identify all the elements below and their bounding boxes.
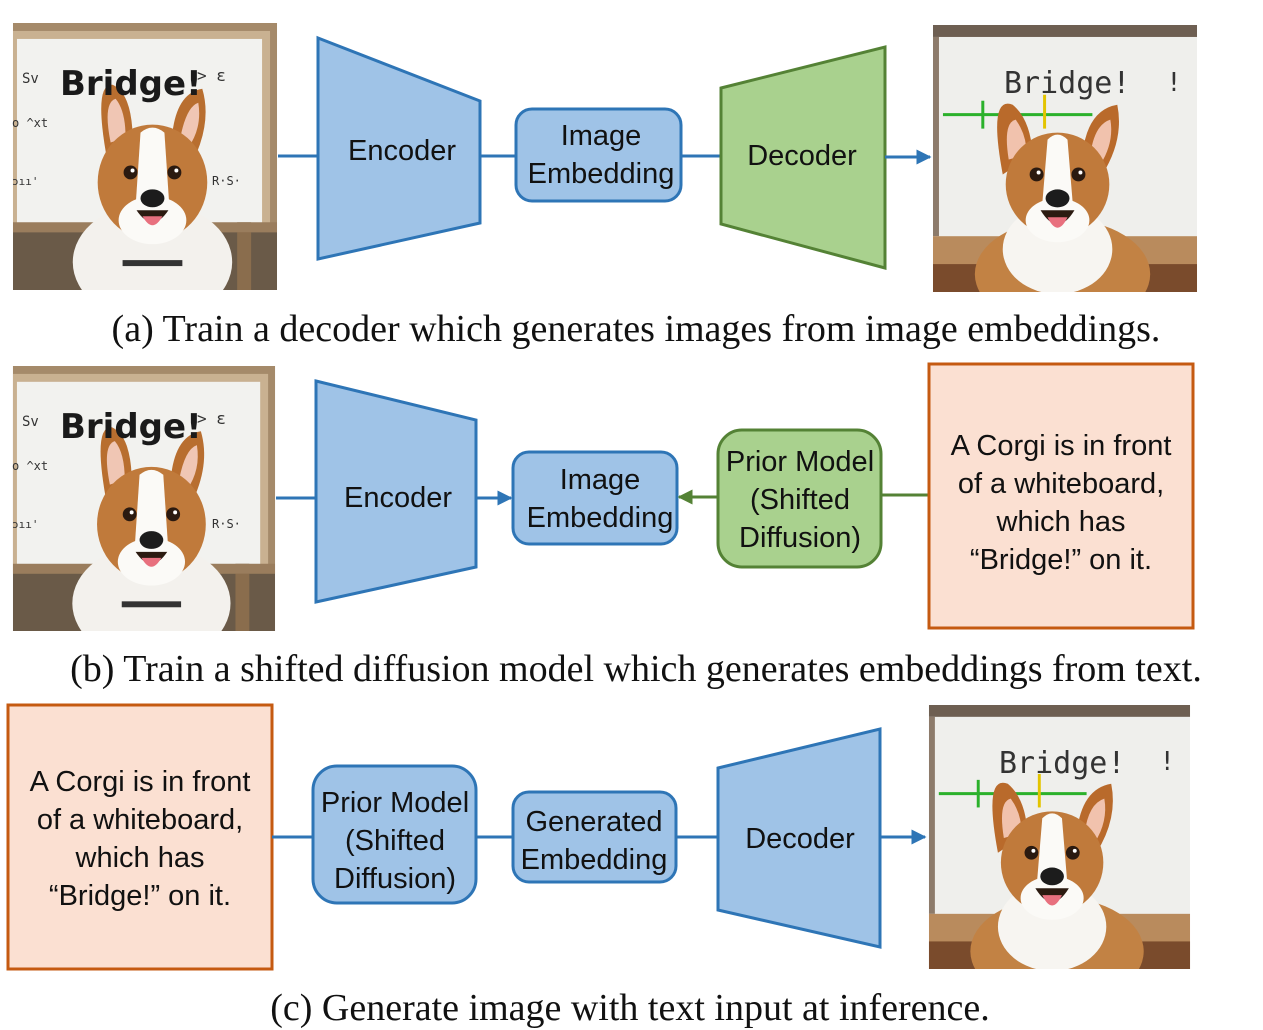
caption-c: (c) Generate image with text input at in…: [270, 987, 990, 1029]
decoder-block-a: [719, 45, 887, 270]
board-text-out-a: Bridge!: [1004, 66, 1130, 101]
prior-label-b-line2: (Shifted: [750, 484, 850, 516]
decoder-block-c: [716, 727, 882, 949]
decoder-label-a: Decoder: [747, 140, 857, 172]
svg-text:R·S·: R·S·: [212, 174, 241, 188]
svg-text:ɔıı': ɔıı': [12, 175, 39, 188]
prior-model-box-b: [716, 428, 883, 569]
caption-a: (a) Train a decoder which generates imag…: [112, 308, 1161, 350]
image-embedding-box-b: [511, 450, 679, 546]
prompt-c-line4: “Bridge!” on it.: [49, 880, 231, 912]
panel-b: Bridge! Sv > ε o ^xt ɔıı' R·S· Encoder I…: [12, 362, 1202, 690]
embedding-label-b-line2: Embedding: [527, 502, 674, 534]
svg-text:Sv: Sv: [22, 71, 39, 87]
input-photo-a: Bridge! Sv > ε o ^xt ɔıı' R·S·: [12, 23, 278, 290]
panel-a: Bridge! Sv > ε o ^xt ɔıı' R·S· Encoder I…: [12, 23, 1198, 350]
prompt-c-line2: of a whiteboard,: [37, 804, 243, 836]
prompt-b-line2: of a whiteboard,: [958, 468, 1164, 500]
prompt-b-line3: which has: [996, 506, 1126, 538]
prompt-b-line4: “Bridge!” on it.: [970, 544, 1152, 576]
prior-label-b-line3: Diffusion): [739, 522, 861, 554]
svg-text:Sv: Sv: [22, 414, 39, 430]
panel-c: A Corgi is in front of a whiteboard, whi…: [6, 703, 1192, 1029]
prior-label-c-line1: Prior Model: [321, 787, 469, 819]
decoder-label-c: Decoder: [745, 823, 855, 855]
prompt-c-line1: A Corgi is in front: [30, 766, 251, 798]
encoder-block-a: [316, 35, 482, 261]
prior-model-box-c: [311, 764, 478, 905]
embedding-label-c-line2: Embedding: [521, 844, 668, 876]
svg-text:R·S·: R·S·: [212, 517, 241, 531]
embedding-label-c-line1: Generated: [525, 806, 662, 838]
prompt-b-line1: A Corgi is in front: [951, 430, 1172, 462]
output-photo-c: Bridge!: [927, 705, 1192, 969]
svg-text:ɔıı': ɔıı': [12, 518, 39, 531]
embedding-label-a-line1: Image: [561, 120, 642, 152]
prompt-c-line3: which has: [75, 842, 205, 874]
text-prompt-box-c: [6, 703, 274, 971]
board-text-a: Bridge!: [60, 64, 202, 104]
embedding-label-a-line2: Embedding: [528, 158, 675, 190]
svg-text:o ^xt: o ^xt: [12, 459, 48, 473]
prior-label-b-line1: Prior Model: [726, 446, 874, 478]
svg-text:o ^xt: o ^xt: [12, 116, 48, 130]
input-photo-b: Bridge! Sv > ε o ^xt ɔıı' R·S·: [12, 366, 276, 631]
caption-b: (b) Train a shifted diffusion model whic…: [70, 648, 1202, 690]
text-prompt-box-b: [927, 362, 1195, 630]
svg-text:> ε: > ε: [197, 409, 226, 428]
board-text-b: Bridge!: [60, 407, 202, 447]
output-photo-a: Bridge!: [932, 25, 1198, 292]
svg-text:> ε: > ε: [197, 66, 226, 85]
encoder-label-b: Encoder: [344, 482, 452, 514]
prior-label-c-line3: Diffusion): [334, 863, 456, 895]
encoder-block-b: [314, 379, 478, 604]
prior-label-c-line2: (Shifted: [345, 825, 445, 857]
encoder-label-a: Encoder: [348, 135, 456, 167]
embedding-label-b-line1: Image: [560, 464, 641, 496]
board-text-out-c: Bridge!: [999, 746, 1125, 781]
